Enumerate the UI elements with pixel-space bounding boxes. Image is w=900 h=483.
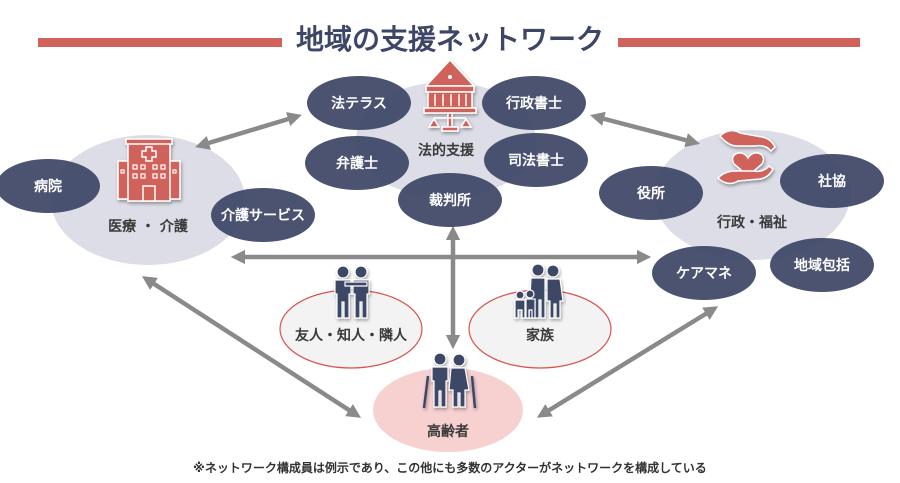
member-gyosei-shoshi (482, 76, 586, 130)
member-gyosei-shoshi-label: 行政書士 (506, 96, 562, 112)
member-lawyer-label: 弁護士 (336, 156, 378, 172)
hands-heart-icon (716, 129, 776, 185)
member-care-manager-label: ケアマネ (676, 266, 732, 282)
footnote: ※ネットワーク構成員は例示であり、この他にも多数のアクターがネットワークを構成し… (193, 461, 707, 475)
member-shiho-shoshi-label: 司法書士 (508, 153, 564, 169)
courthouse-scales-icon (423, 58, 477, 132)
hospital-icon (117, 138, 181, 202)
member-court (398, 173, 502, 227)
member-hospital-label: 病院 (34, 179, 62, 195)
member-care-service-label: 介護サービス (221, 208, 305, 224)
elderly-circle (373, 368, 523, 452)
title-bar-right (612, 38, 860, 47)
member-houterasu (307, 76, 411, 130)
member-community-center (770, 238, 874, 292)
medical-group-label: 医療 ・ 介護 (108, 219, 188, 235)
two-people-icon (334, 265, 370, 319)
member-care-manager (652, 246, 756, 300)
friends-label: 友人・知人・隣人 (295, 328, 407, 344)
arrow-medical-legal (195, 112, 302, 150)
arrow-legal-welfare (590, 111, 700, 148)
member-city-office-label: 役所 (637, 186, 665, 202)
member-hospital (0, 159, 100, 213)
member-community-center-label: 地域包括 (794, 258, 850, 274)
family-icon (514, 263, 564, 319)
member-shakyo-label: 社協 (818, 174, 846, 190)
member-care-service (211, 188, 315, 242)
member-city-office (599, 166, 703, 220)
elderly-couple-icon (422, 352, 477, 409)
member-court-label: 裁判所 (429, 193, 471, 209)
elderly-label: 高齢者 (427, 424, 469, 440)
diagram-title: 地域の支援ネットワーク (0, 18, 900, 58)
member-houterasu-label: 法テラス (331, 96, 387, 112)
member-shiho-shoshi (484, 133, 588, 187)
legal-group-label: 法的支援 (418, 143, 474, 159)
title-bar-left (38, 38, 290, 47)
member-shakyo (780, 154, 884, 208)
arrow-welfare-elderly (536, 306, 719, 418)
welfare-group-label: 行政・福祉 (717, 215, 787, 231)
member-lawyer (305, 136, 409, 190)
arrow-medical-elderly (141, 276, 362, 418)
family-label: 家族 (526, 328, 554, 344)
